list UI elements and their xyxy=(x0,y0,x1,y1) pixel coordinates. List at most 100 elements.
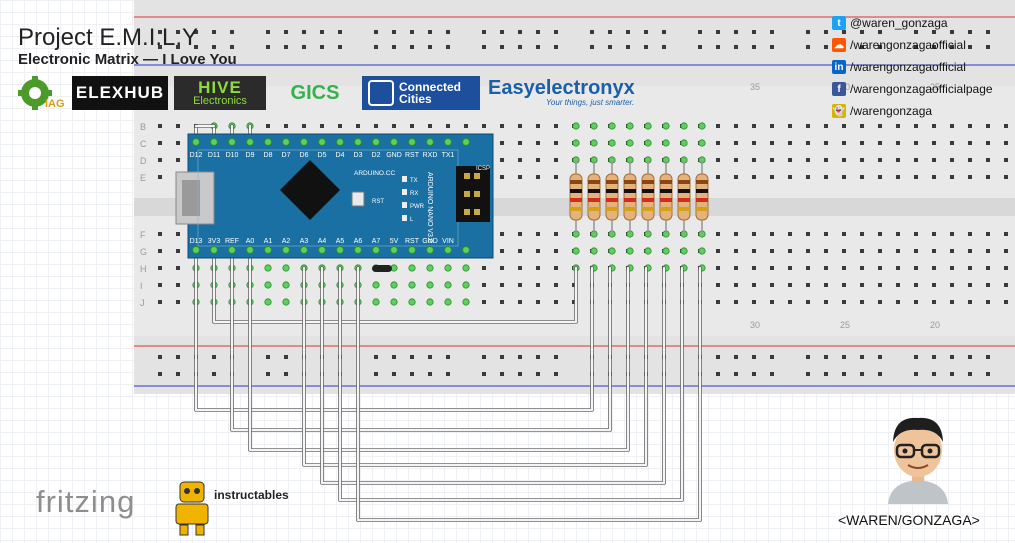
breadboard-hole xyxy=(896,266,900,270)
connected-hole xyxy=(372,298,380,306)
breadboard-hole xyxy=(518,300,522,304)
breadboard-hole xyxy=(806,141,810,145)
rail-hole xyxy=(644,30,648,34)
resistor-band xyxy=(678,180,690,184)
column-label: 25 xyxy=(840,320,850,330)
rail-hole xyxy=(752,372,756,376)
breadboard-hole xyxy=(860,283,864,287)
breadboard-hole xyxy=(860,300,864,304)
breadboard-hole xyxy=(446,124,450,128)
connected-hole xyxy=(408,298,416,306)
connected-hole xyxy=(608,139,616,147)
resistor-band xyxy=(642,189,654,193)
breadboard-hole xyxy=(158,232,162,236)
resistor-band xyxy=(642,180,654,184)
breadboard-hole xyxy=(950,283,954,287)
connected-hole xyxy=(698,247,706,255)
header-pin xyxy=(210,138,218,146)
breadboard-hole xyxy=(158,283,162,287)
breadboard-hole xyxy=(806,124,810,128)
rail-hole xyxy=(914,355,918,359)
social-link-facebook[interactable]: f /warengonzagaofficialpage xyxy=(832,78,993,100)
breadboard-hole xyxy=(770,175,774,179)
rail-hole xyxy=(302,30,306,34)
pin-label-top: D10 xyxy=(226,152,239,159)
rail-hole xyxy=(770,372,774,376)
breadboard-hole xyxy=(554,266,558,270)
breadboard-hole xyxy=(734,124,738,128)
breadboard-hole xyxy=(1004,283,1008,287)
social-link-linkedin[interactable]: in /warengonzagaofficial xyxy=(832,56,993,78)
breadboard-hole xyxy=(734,158,738,162)
column-label: 25 xyxy=(930,82,940,92)
breadboard-hole xyxy=(950,300,954,304)
rail-hole xyxy=(176,372,180,376)
breadboard-hole xyxy=(1004,249,1008,253)
icsp-header xyxy=(456,166,490,222)
breadboard-hole xyxy=(878,124,882,128)
breadboard-hole xyxy=(500,158,504,162)
connected-hole xyxy=(282,281,290,289)
breadboard-hole xyxy=(914,158,918,162)
header-pin xyxy=(192,246,200,254)
header-pin xyxy=(408,246,416,254)
instructables-logo: instructables xyxy=(170,478,310,538)
resistor-band xyxy=(678,189,690,193)
breadboard-hole xyxy=(806,266,810,270)
rail-hole xyxy=(374,355,378,359)
breadboard-hole xyxy=(392,124,396,128)
header-pin xyxy=(264,246,272,254)
breadboard-hole xyxy=(896,249,900,253)
resistor-band xyxy=(588,207,600,211)
rail-hole xyxy=(842,372,846,376)
header-pin xyxy=(390,246,398,254)
header-pin xyxy=(300,138,308,146)
rail-hole xyxy=(860,355,864,359)
connected-hole xyxy=(462,298,470,306)
rail-hole xyxy=(950,372,954,376)
rail-hole xyxy=(482,372,486,376)
header-pin xyxy=(444,138,452,146)
rail-hole xyxy=(986,30,990,34)
rail-hole xyxy=(194,45,198,49)
breadboard-hole xyxy=(860,124,864,128)
rail-hole xyxy=(950,30,954,34)
breadboard-hole xyxy=(752,124,756,128)
social-link-soundcloud[interactable]: ☁ /warengonzagaofficial xyxy=(832,34,993,56)
rail-hole xyxy=(428,30,432,34)
header-pin xyxy=(264,138,272,146)
rail-hole xyxy=(392,372,396,376)
row-letter: H xyxy=(140,264,147,274)
breadboard-hole xyxy=(878,300,882,304)
breadboard-hole xyxy=(554,300,558,304)
social-handle: /warengonzagaofficial xyxy=(850,60,966,74)
rail-hole xyxy=(158,30,162,34)
status-led xyxy=(402,215,407,221)
breadboard-hole xyxy=(536,283,540,287)
connected-hole xyxy=(626,122,634,130)
row-letter: F xyxy=(140,230,146,240)
row-letter: I xyxy=(140,281,143,291)
rail-hole xyxy=(428,45,432,49)
resistor-band xyxy=(606,207,618,211)
usb-port xyxy=(182,180,200,216)
breadboard-hole xyxy=(986,249,990,253)
rail-hole xyxy=(878,45,882,49)
resistor-band xyxy=(570,207,582,211)
breadboard-hole xyxy=(572,300,576,304)
rail-hole xyxy=(842,355,846,359)
breadboard-hole xyxy=(176,124,180,128)
social-link-twitter[interactable]: t @waren_gonzaga xyxy=(832,12,993,34)
pin-label-top: TX1 xyxy=(442,152,455,159)
social-handle: /warengonzaga xyxy=(850,104,933,118)
breadboard-hole xyxy=(158,141,162,145)
breadboard-hole xyxy=(518,124,522,128)
header-pin xyxy=(390,138,398,146)
social-link-snapchat[interactable]: 👻 /warengonzaga xyxy=(832,100,993,122)
breadboard-hole xyxy=(806,175,810,179)
breadboard-hole xyxy=(734,232,738,236)
breadboard-hole xyxy=(554,232,558,236)
breadboard-hole xyxy=(482,266,486,270)
connected-hole xyxy=(698,122,706,130)
breadboard-hole xyxy=(950,124,954,128)
